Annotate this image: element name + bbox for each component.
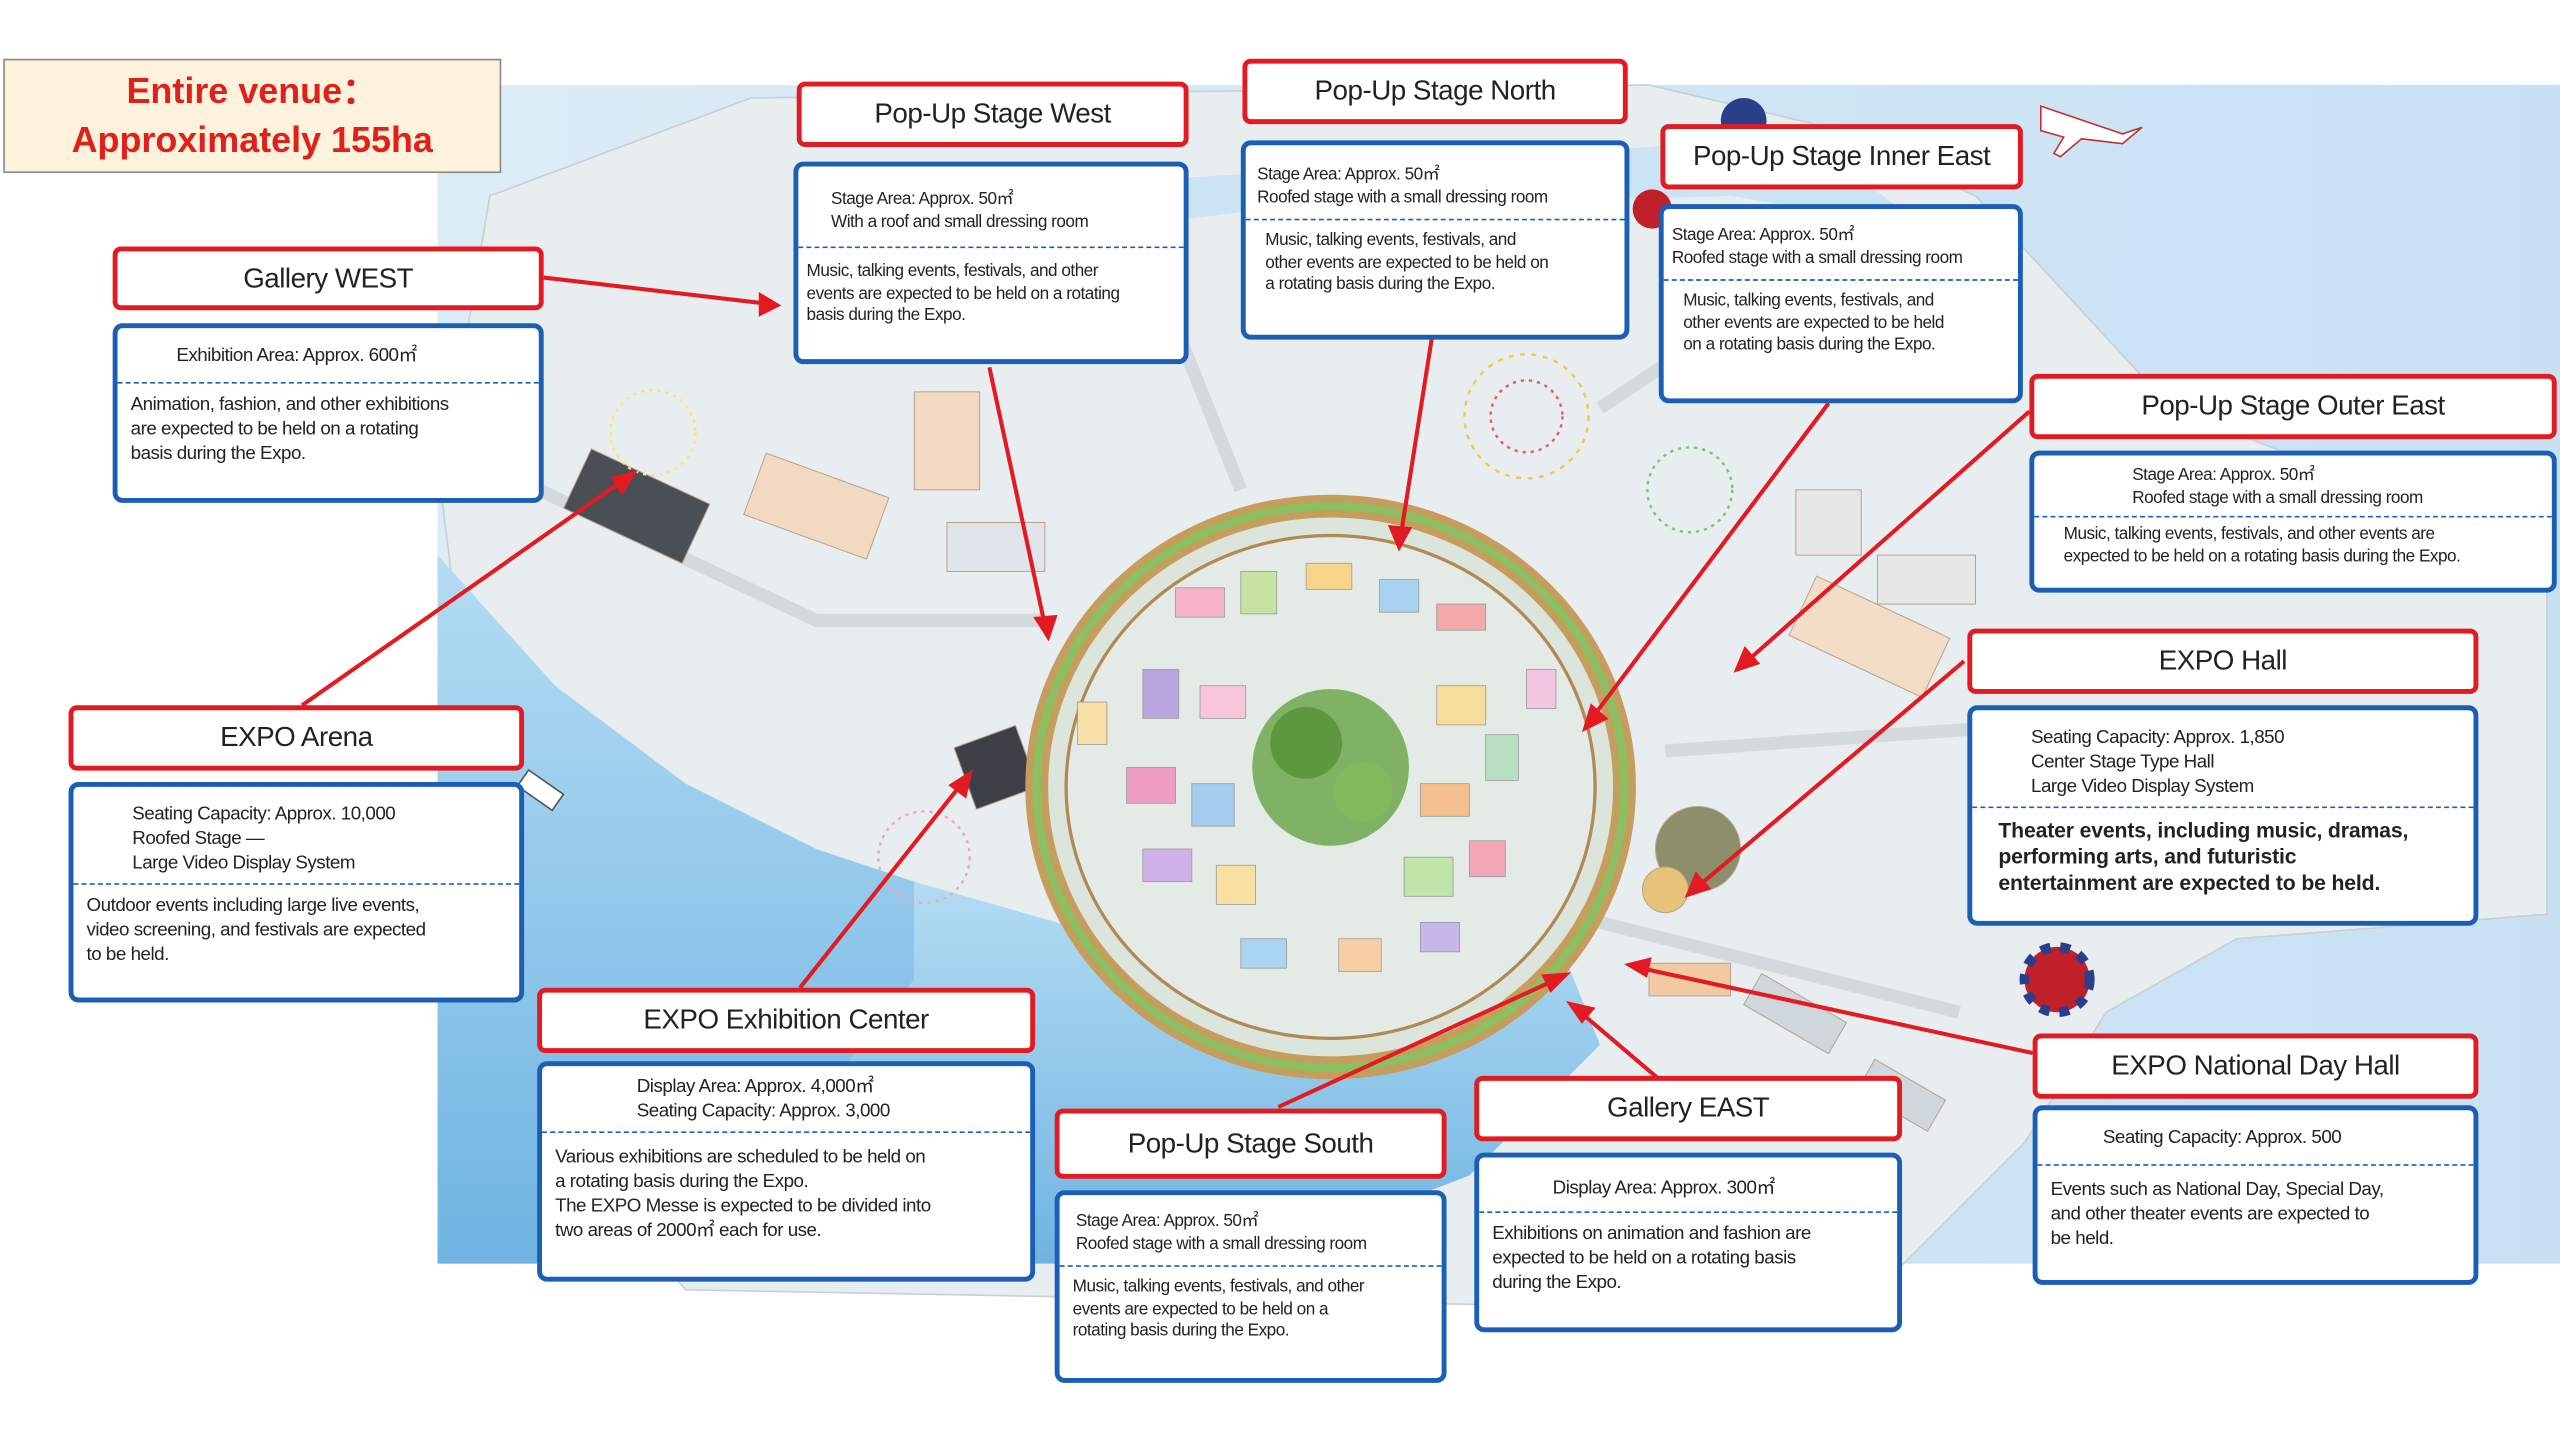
- popup-north-title: Pop-Up Stage North: [1242, 58, 1628, 125]
- popup-north-description: Music, talking events, festivals, and ot…: [1265, 230, 1549, 294]
- expo-arena-info: Seating Capacity: Approx. 10,000 Roofed …: [68, 782, 525, 1003]
- gallery-east-spec: Display Area: Approx. 300㎡: [1552, 1178, 1776, 1199]
- popup-outer-east-title: Pop-Up Stage Outer East: [2029, 373, 2557, 440]
- east-buildings: [1641, 489, 1976, 1132]
- popup-south-info: Stage Area: Approx. 50㎡ Roofed stage wit…: [1054, 1190, 1447, 1383]
- expo-arena-spec: Seating Capacity: Approx. 10,000 Roofed …: [132, 804, 396, 874]
- popup-west-spec: Stage Area: Approx. 50㎡ With a roof and …: [831, 189, 1089, 232]
- pointer-arrows: [300, 275, 2034, 1109]
- boat: [516, 768, 565, 812]
- popup-outer-east-info: Stage Area: Approx. 50㎡ Roofed stage wit…: [2029, 450, 2557, 593]
- expo-hall-title: EXPO Hall: [1967, 628, 2479, 694]
- gallery-west-description: Animation, fashion, and other exhibition…: [130, 395, 450, 464]
- west-buildings: [563, 391, 1046, 810]
- popup-west-title: Pop-Up Stage West: [796, 81, 1189, 147]
- gallery-west-info: Exhibition Area: Approx. 600㎡ Animation,…: [112, 323, 544, 503]
- popup-outer-east-description: Music, talking events, festivals, and ot…: [2063, 524, 2461, 566]
- popup-inner-east-description: Music, talking events, festivals, and ot…: [1683, 290, 1944, 355]
- venue-size-line2: Approximately 155ha: [71, 119, 433, 160]
- expo-hall-description: Theater events, including music, dramas,…: [1998, 817, 2409, 895]
- gallery-east-info: Display Area: Approx. 300㎡ Exhibitions o…: [1474, 1152, 1903, 1333]
- pavilions: [1077, 562, 1557, 972]
- popup-inner-east-spec: Stage Area: Approx. 50㎡ Roofed stage wit…: [1671, 225, 1963, 267]
- gallery-east-description: Exhibitions on animation and fashion are…: [1492, 1224, 1811, 1294]
- national-day-hall-description: Events such as National Day, Special Day…: [2050, 1180, 2384, 1249]
- gallery-east-title: Gallery EAST: [1474, 1075, 1903, 1142]
- airplane: [2039, 104, 2143, 158]
- popup-north-spec: Stage Area: Approx. 50㎡ Roofed stage wit…: [1257, 164, 1548, 207]
- popup-west-info: Stage Area: Approx. 50㎡ With a roof and …: [793, 161, 1189, 365]
- exhibition-center-info: Display Area: Approx. 4,000㎡ Seating Cap…: [537, 1061, 1036, 1282]
- popup-inner-east-title: Pop-Up Stage Inner East: [1660, 124, 2023, 190]
- gallery-west-title: Gallery WEST: [112, 246, 544, 311]
- popup-north-info: Stage Area: Approx. 50㎡ Roofed stage wit…: [1240, 140, 1630, 340]
- national-day-hall-info: Seating Capacity: Approx. 500 Events suc…: [2032, 1105, 2479, 1285]
- venue-size-title: Entire venue： Approximately 155ha: [3, 58, 502, 174]
- gallery-west-spec: Exhibition Area: Approx. 600㎡: [176, 346, 417, 366]
- popup-west-description: Music, talking events, festivals, and ot…: [806, 261, 1120, 325]
- exhibition-center-title: EXPO Exhibition Center: [537, 987, 1036, 1054]
- grand-ring-green: [1032, 502, 1629, 1072]
- popup-south-description: Music, talking events, festivals, and ot…: [1072, 1276, 1365, 1341]
- expo-arena-title: EXPO Arena: [68, 705, 525, 771]
- expo-hall-spec: Seating Capacity: Approx. 1,850 Center S…: [2031, 728, 2285, 797]
- exhibition-center-description: Various exhibitions are scheduled to be …: [555, 1147, 931, 1241]
- fireworks: [609, 353, 1734, 905]
- national-day-hall-title: EXPO National Day Hall: [2032, 1033, 2479, 1099]
- popup-outer-east-spec: Stage Area: Approx. 50㎡ Roofed stage wit…: [2132, 465, 2423, 507]
- expo-arena-description: Outdoor events including large live even…: [86, 896, 427, 965]
- popup-south-spec: Stage Area: Approx. 50㎡ Roofed stage wit…: [1075, 1211, 1367, 1254]
- venue-size-line1: Entire venue：: [126, 70, 378, 112]
- exhibition-center-spec: Display Area: Approx. 4,000㎡ Seating Cap…: [636, 1077, 891, 1122]
- popup-inner-east-info: Stage Area: Approx. 50㎡ Roofed stage wit…: [1658, 204, 2023, 404]
- popup-south-title: Pop-Up Stage South: [1054, 1108, 1447, 1179]
- national-day-hall-spec: Seating Capacity: Approx. 500: [2102, 1128, 2342, 1148]
- expo-hall-info: Seating Capacity: Approx. 1,850 Center S…: [1967, 705, 2479, 926]
